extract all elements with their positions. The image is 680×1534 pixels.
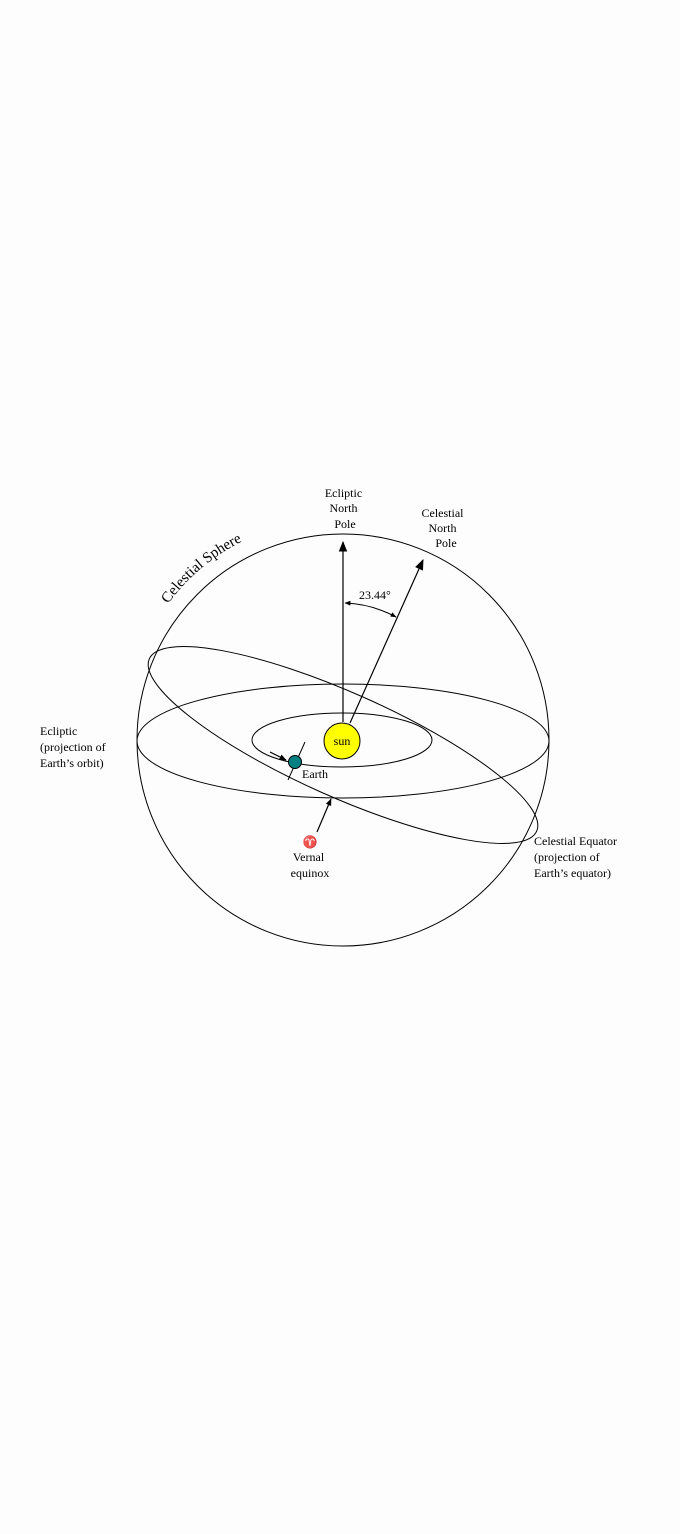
sun-icon bbox=[323, 722, 361, 760]
celestial-equator-label: Celestial Equator (projection of Earth’s… bbox=[534, 834, 620, 880]
celestial-equator-ellipse bbox=[147, 646, 539, 844]
earth-orbit-ellipse bbox=[251, 712, 433, 768]
celestial-sphere-label: Celestial Sphere bbox=[158, 531, 244, 607]
ecliptic-north-pole-label: Ecliptic North Pole bbox=[325, 486, 365, 531]
tilt-angle-label: 23.44° bbox=[359, 588, 391, 602]
earth-pointer-arrow bbox=[269, 751, 287, 761]
celestial-north-pole-arrow bbox=[349, 559, 424, 724]
sun-label: sun bbox=[334, 734, 351, 748]
celestial-north-pole-label: Celestial North Pole bbox=[422, 506, 467, 550]
tilt-angle-arc bbox=[344, 600, 397, 618]
ecliptic-label: Ecliptic (projection of Earth’s orbit) bbox=[40, 724, 109, 770]
vernal-equinox-label: Vernal equinox bbox=[291, 850, 330, 880]
earth-icon bbox=[288, 755, 302, 769]
vernal-equinox-arrow bbox=[316, 798, 332, 833]
vernal-equinox-symbol: ♈ bbox=[303, 835, 318, 849]
earth-label: Earth bbox=[302, 767, 328, 781]
